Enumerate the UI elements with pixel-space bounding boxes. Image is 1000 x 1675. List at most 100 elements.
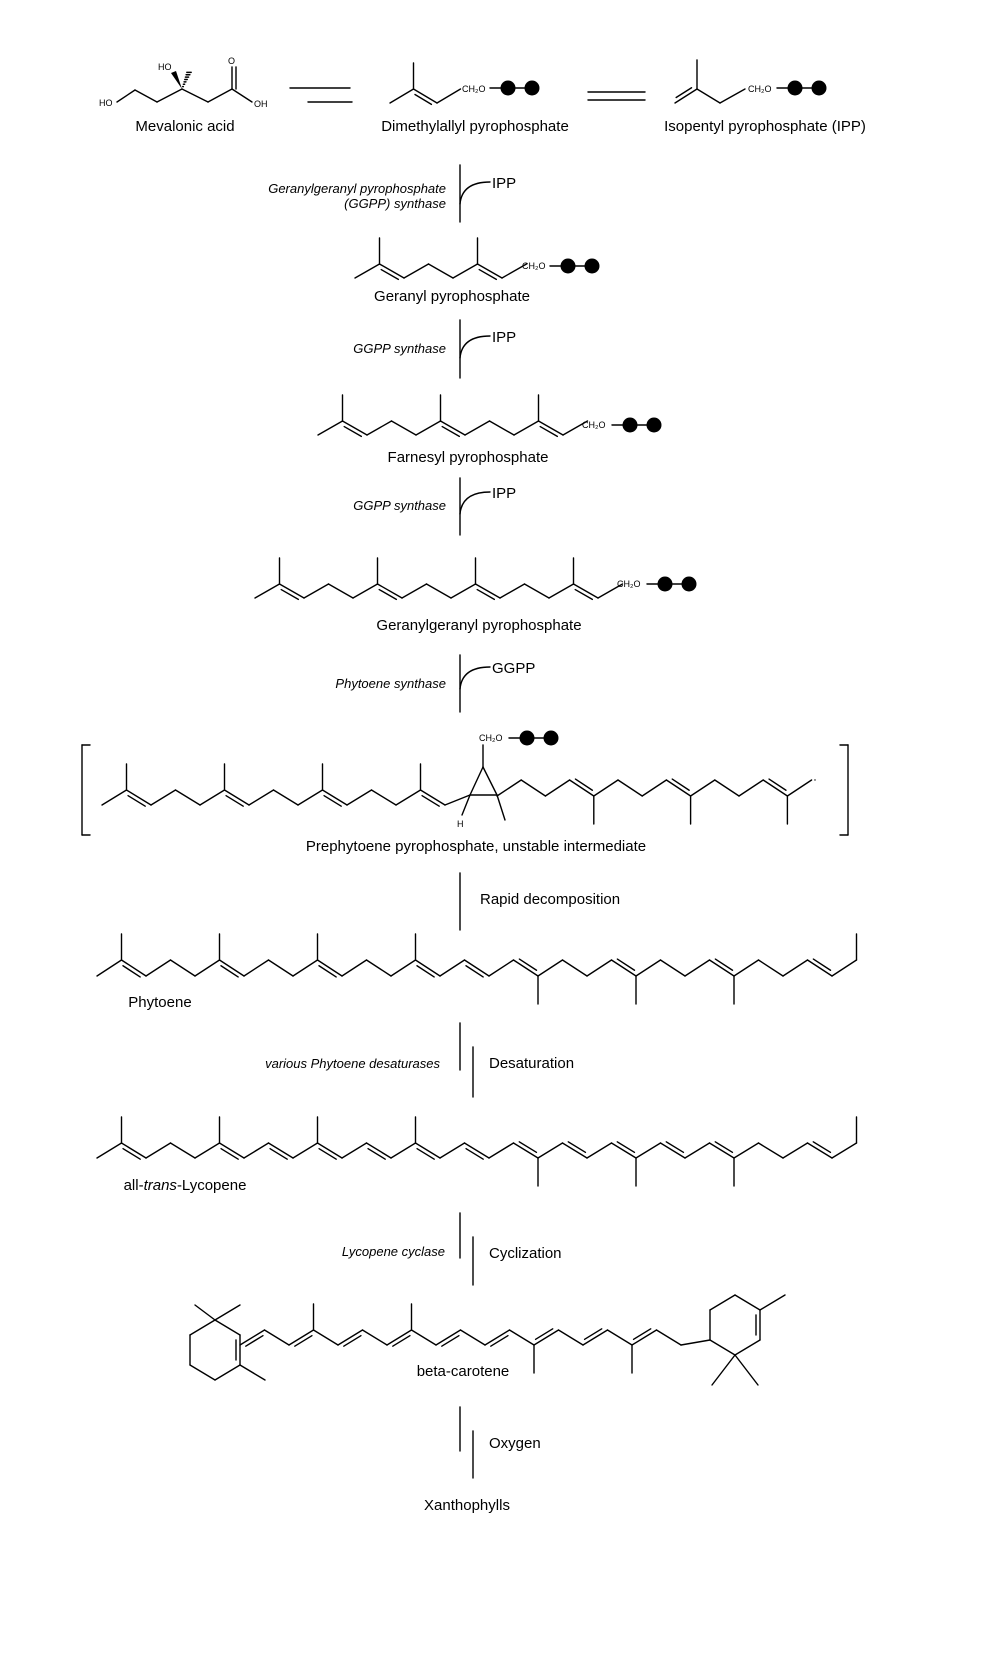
phosphate-ball [500, 80, 516, 96]
substrate-hook [459, 666, 491, 690]
single-bond [452, 263, 479, 279]
single-bond [557, 1329, 584, 1346]
single-bond [263, 1329, 290, 1346]
single-bond [415, 420, 442, 436]
single-bond [337, 1329, 364, 1346]
single-bond [762, 779, 789, 797]
single-bond [378, 263, 405, 279]
methyl-bond [496, 794, 506, 821]
single-bond [586, 1142, 613, 1159]
double-bond [294, 1334, 313, 1347]
label-ggpp: Geranylgeranyl pyrophosphate [376, 617, 581, 634]
single-bond [365, 1142, 392, 1159]
single-bond [425, 583, 452, 599]
single-bond [435, 1329, 462, 1346]
atom-ho-2: HO [158, 62, 172, 72]
double-bond [574, 778, 594, 791]
single-bond [641, 779, 668, 797]
enzyme-ggpp-synthase: GGPP synthase [353, 341, 446, 356]
single-bond [145, 959, 172, 977]
single-bond [488, 420, 515, 436]
single-bond [243, 1142, 270, 1159]
double-bond [812, 958, 832, 971]
single-bond [561, 959, 588, 977]
single-bond [782, 959, 809, 977]
phosphate-ball [524, 80, 540, 96]
process-desaturation: Desaturation [489, 1055, 574, 1072]
single-bond [427, 263, 454, 279]
double-bond [812, 1141, 832, 1154]
double-bond [478, 268, 498, 281]
single-bond [561, 1142, 588, 1159]
label-phytoene: Phytoene [128, 994, 191, 1011]
single-bond [267, 1142, 294, 1159]
double-bond [318, 965, 337, 978]
single-bond [757, 1142, 784, 1159]
single-bond [223, 789, 250, 806]
single-bond [120, 959, 147, 977]
bond [696, 88, 721, 104]
double-bond [567, 1141, 587, 1154]
single-bond [218, 1142, 245, 1159]
single-bond [101, 789, 128, 806]
single-bond [464, 420, 491, 436]
single-bond [684, 1142, 711, 1159]
single-bond [403, 263, 430, 279]
single-bond [499, 583, 526, 599]
single-bond [316, 959, 343, 977]
single-bond [436, 88, 462, 104]
single-bond [474, 583, 501, 599]
single-bond [120, 1142, 147, 1159]
single-bond [439, 420, 466, 436]
double-bond [465, 965, 484, 978]
ring-bond [214, 1364, 241, 1381]
enzyme-phytoene-synthase: Phytoene synthase [335, 676, 446, 691]
double-bond [220, 965, 239, 978]
substrate-hook [459, 491, 491, 515]
single-bond [410, 1329, 437, 1346]
double-bond [343, 1334, 362, 1347]
single-bond [297, 789, 324, 806]
single-bond [733, 959, 760, 977]
double-bond [122, 965, 141, 978]
single-bond [597, 583, 624, 599]
double-bond [518, 1141, 538, 1154]
single-bond [523, 583, 550, 599]
ring-bond [214, 1319, 241, 1336]
single-bond [278, 583, 305, 599]
single-bond [341, 959, 368, 977]
atom-ch2o: CH₂O [462, 84, 486, 94]
atom-ch2o: CH₂O [522, 261, 546, 271]
single-bond [476, 263, 503, 279]
single-bond [508, 1329, 535, 1346]
single-bond [562, 420, 589, 436]
double-bond [343, 425, 363, 438]
single-bond [484, 1329, 511, 1346]
single-bond [194, 959, 221, 977]
single-bond [419, 789, 446, 806]
single-bond [450, 583, 477, 599]
single-bond [463, 1142, 490, 1159]
double-bond [518, 958, 538, 971]
single-bond [537, 420, 564, 436]
single-bond [733, 1142, 760, 1159]
single-bond [582, 1329, 609, 1346]
double-bond [318, 1147, 337, 1160]
single-bond [659, 959, 686, 977]
single-bond [520, 779, 547, 797]
single-bond [593, 779, 619, 797]
single-bond [488, 1142, 515, 1159]
cyclopropane-bond [469, 766, 484, 796]
single-bond [806, 959, 833, 977]
single-bond [366, 420, 393, 436]
label-farnesyl-pp: Farnesyl pyrophosphate [388, 449, 549, 466]
double-bond [127, 794, 146, 807]
double-bond [416, 1147, 435, 1160]
phosphate-ball [646, 417, 662, 433]
single-bond [572, 583, 599, 599]
double-bond [378, 588, 398, 601]
single-bond [169, 959, 196, 977]
single-bond [292, 959, 319, 977]
substrate-ggpp: GGPP [492, 660, 535, 677]
